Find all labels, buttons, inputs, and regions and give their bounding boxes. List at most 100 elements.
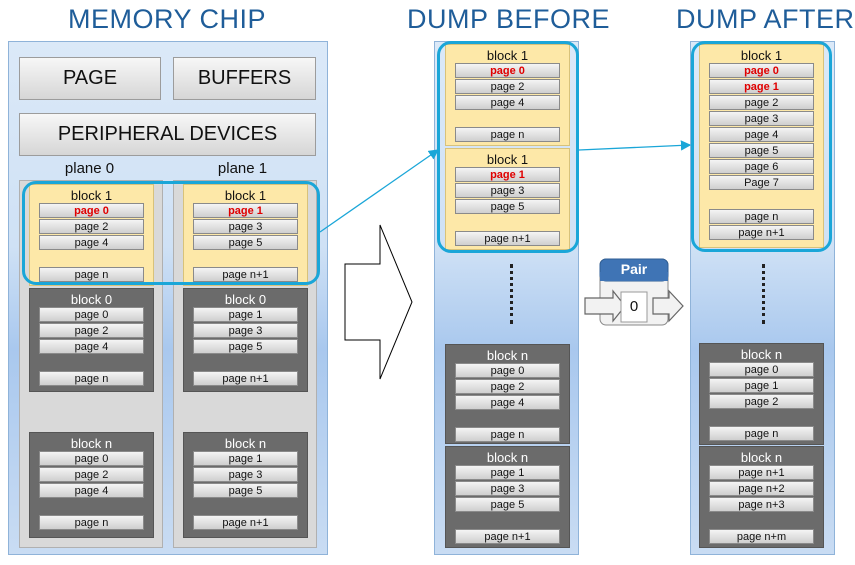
page-cell: page 5: [193, 483, 298, 498]
pair-widget: Pair 0: [583, 258, 685, 330]
block-label: block 0: [70, 292, 113, 307]
page-cell: page n+3: [709, 497, 814, 512]
page-cell: page 1: [455, 167, 560, 182]
page-cell: page n+1: [709, 225, 814, 240]
block-label: block 0: [224, 292, 267, 307]
arrow-to-dump-before: [319, 149, 440, 233]
arrow-to-dump-after: [578, 140, 692, 151]
page-cell: page n: [709, 426, 814, 441]
block-label: block 1: [486, 152, 529, 167]
page-cell: page 5: [193, 235, 298, 250]
page-cell: page n+1: [193, 371, 298, 386]
page-cell: page 4: [39, 483, 144, 498]
chip-block1-highlight: [22, 181, 320, 285]
block-label: block n: [224, 436, 267, 451]
page-cell: page 0: [39, 451, 144, 466]
page-cell: page 1: [455, 465, 560, 480]
plane-0-label: plane 0: [64, 160, 115, 177]
block-label: block 1: [224, 188, 267, 203]
page-cell: page 2: [709, 95, 814, 110]
memory-chip-title: MEMORY CHIP: [68, 4, 267, 34]
page-cell: page 1: [709, 79, 814, 94]
page-cell: page n: [39, 515, 144, 530]
page-cell: page n+m: [709, 529, 814, 544]
page-cell: page 5: [455, 497, 560, 512]
page-cell: page 3: [193, 323, 298, 338]
page-cell: page 5: [455, 199, 560, 214]
page-cell: page 3: [193, 219, 298, 234]
page-cell: page 5: [193, 339, 298, 354]
pair-widget-title: Pair: [620, 261, 648, 277]
page-cell: page n: [455, 427, 560, 442]
block-label: block n: [486, 450, 529, 465]
page-cell: page 6: [709, 159, 814, 174]
page-cell: page 0: [455, 63, 560, 78]
page-cell: page 0: [709, 362, 814, 377]
page-cell: page 2: [39, 219, 144, 234]
page-cell: page n+1: [455, 529, 560, 544]
page-cell: page 4: [709, 127, 814, 142]
page-cell: page 3: [455, 183, 560, 198]
page-cell: page 2: [455, 379, 560, 394]
page-cell: page 3: [709, 111, 814, 126]
block-label: block 1: [70, 188, 113, 203]
block-label: block 1: [740, 48, 783, 63]
block-label: block 1: [486, 48, 529, 63]
page-cell: page n+1: [193, 515, 298, 530]
page-cell: Page 7: [709, 175, 814, 190]
block-label: block n: [486, 348, 529, 363]
block-label: block n: [740, 450, 783, 465]
buffers-button: BUFFERS: [173, 57, 316, 100]
page-cell: page 2: [39, 323, 144, 338]
page-cell: page n: [455, 127, 560, 142]
page-cell: page 1: [193, 307, 298, 322]
page-cell: page 1: [193, 451, 298, 466]
page-cell: page 0: [709, 63, 814, 78]
block-label: block n: [740, 347, 783, 362]
big-outline-arrow: [344, 224, 413, 380]
page-cell: page 4: [39, 235, 144, 250]
page-cell: page 0: [455, 363, 560, 378]
block-label: block n: [70, 436, 113, 451]
page-cell: page n+1: [455, 231, 560, 246]
page-cell: page 0: [39, 203, 144, 218]
page-cell: page 1: [193, 203, 298, 218]
dump-before-ellipsis: [510, 264, 516, 324]
page-cell: page n+1: [709, 465, 814, 480]
page-cell: page n: [709, 209, 814, 224]
page-cell: page 2: [39, 467, 144, 482]
dump-before-title: DUMP BEFORE: [407, 4, 611, 34]
page-cell: page 4: [455, 95, 560, 110]
page-cell: page n+1: [193, 267, 298, 282]
page-cell: page 5: [709, 143, 814, 158]
page-cell: page n: [39, 267, 144, 282]
dump-after-ellipsis: [762, 264, 768, 324]
page-cell: page 4: [39, 339, 144, 354]
page-cell: page 0: [39, 307, 144, 322]
pair-widget-value: 0: [629, 298, 639, 315]
dump-before-highlight: [437, 41, 579, 253]
dump-after-title: DUMP AFTER: [676, 4, 855, 34]
peripheral-devices-button: PERIPHERAL DEVICES: [19, 113, 316, 156]
page-cell: page 2: [709, 394, 814, 409]
plane-1-label: plane 1: [217, 160, 268, 177]
page-cell: page 3: [193, 467, 298, 482]
page-button: PAGE: [19, 57, 161, 100]
page-cell: page 4: [455, 395, 560, 410]
page-cell: page n: [39, 371, 144, 386]
page-cell: page 2: [455, 79, 560, 94]
